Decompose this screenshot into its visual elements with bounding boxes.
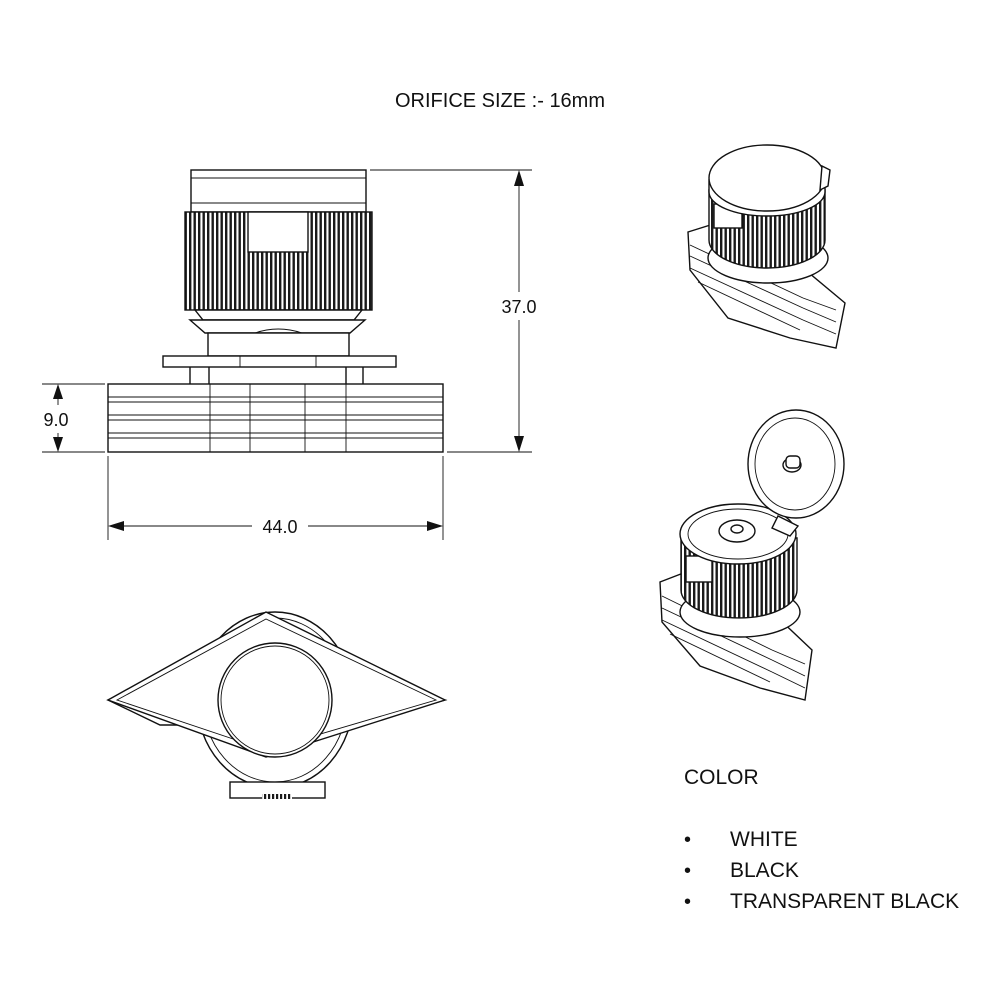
orifice-size-title: ORIFICE SIZE :- 16mm	[395, 90, 605, 112]
color-list: • WHITE • BLACK • TRANSPARENT BLACK	[684, 826, 959, 919]
orifice-circle	[217, 642, 333, 758]
color-item-transparent-black: • TRANSPARENT BLACK	[684, 888, 959, 919]
dimension-37-label: 37.0	[501, 297, 536, 317]
bullet: •	[684, 829, 692, 851]
bullet: •	[684, 860, 692, 882]
color-label: WHITE	[730, 828, 798, 851]
color-item-black: • BLACK	[684, 857, 959, 888]
color-title: COLOR	[684, 766, 759, 789]
color-item-white: • WHITE	[684, 826, 959, 857]
dimension-width: 44.0	[107, 456, 444, 540]
color-label: TRANSPARENT BLACK	[730, 890, 960, 913]
isometric-view-open	[659, 409, 845, 701]
front-view	[107, 169, 444, 453]
color-label: BLACK	[730, 859, 799, 882]
closed-lid	[708, 144, 826, 212]
dimension-height-total: 37.0	[370, 169, 544, 453]
isometric-view-closed	[687, 144, 846, 349]
top-view	[106, 611, 448, 799]
bullet: •	[684, 891, 692, 913]
hinge-window	[247, 211, 309, 253]
dimension-9-label: 9.0	[43, 410, 68, 430]
dimension-base-height: 9.0	[30, 383, 105, 453]
dimension-44-label: 44.0	[262, 517, 297, 537]
base-fins	[107, 383, 444, 453]
